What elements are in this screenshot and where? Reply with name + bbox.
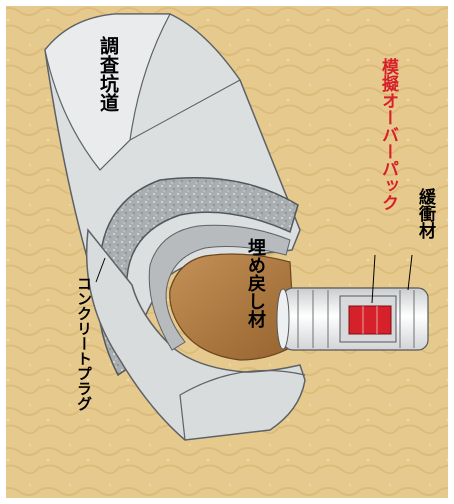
label-buffer: 緩衝材 — [415, 188, 435, 239]
overpack-core — [348, 305, 392, 335]
backfill-material — [169, 253, 296, 361]
label-tunnel: 調査坑道 — [97, 36, 119, 112]
label-concrete-plug: コンクリートプラグ — [75, 276, 93, 411]
label-backfill: 埋め戻し材 — [245, 238, 266, 328]
label-overpack: 模擬オーバーパック — [378, 58, 398, 211]
